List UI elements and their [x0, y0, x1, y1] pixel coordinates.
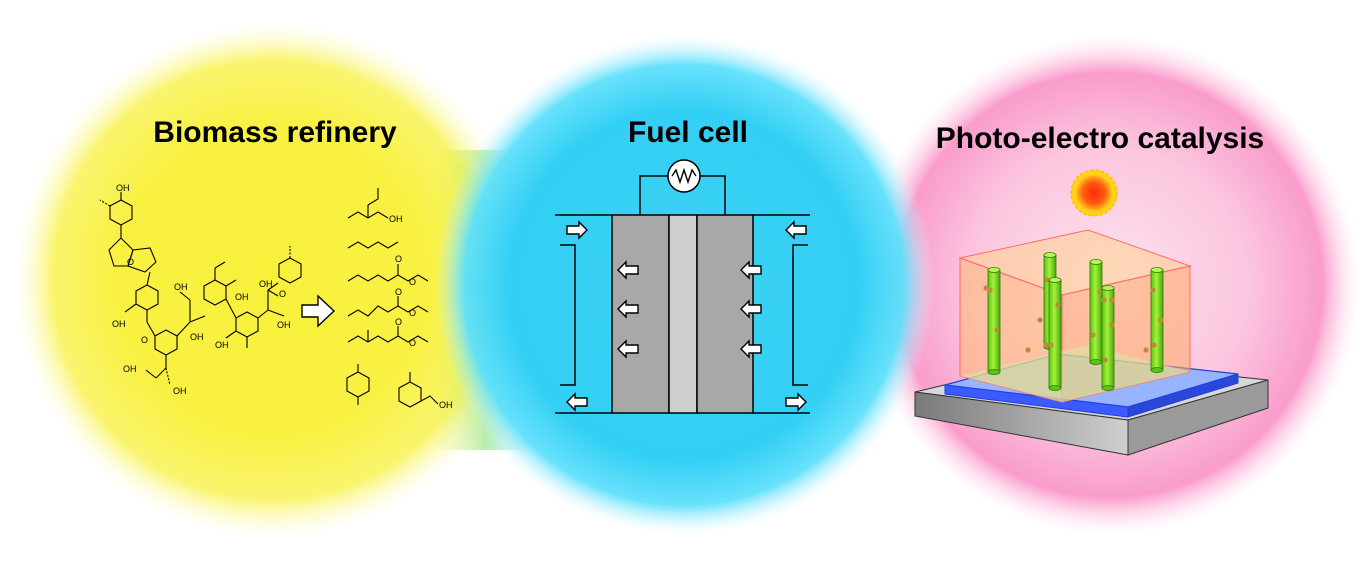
- catalyst-particle: [1101, 297, 1107, 303]
- outline-arrow-icon: [785, 392, 807, 412]
- chem-label-oh: OH: [116, 183, 130, 193]
- catalyst-particle: [1048, 342, 1054, 348]
- nanorod: [1101, 285, 1115, 391]
- chem-label-oh: OH: [173, 386, 187, 396]
- nanorod: [1150, 267, 1164, 373]
- outline-arrow-icon: [566, 392, 588, 412]
- catalyst-particle: [1043, 342, 1049, 348]
- chem-label-oh: OH: [215, 340, 229, 350]
- chem-label-o: O: [141, 335, 148, 345]
- chem-label-oh: OH: [123, 364, 137, 374]
- catalyst-particle: [1044, 277, 1050, 283]
- chem-label-o: O: [409, 277, 416, 287]
- nanorod: [1048, 277, 1062, 391]
- chem-label-oh: OH: [235, 292, 249, 302]
- outline-arrow-icon: [617, 339, 639, 359]
- product-molecules: [346, 188, 439, 408]
- chem-label-o: O: [409, 308, 416, 318]
- catalyst-particle: [1109, 322, 1115, 328]
- catalyst-particle: [983, 285, 989, 291]
- chem-label-oh: OH: [389, 214, 403, 224]
- lignin-structure: [99, 192, 302, 386]
- chem-label-o: O: [127, 257, 134, 267]
- resistor-circle-icon: [667, 159, 701, 193]
- catalyst-particle: [994, 327, 1000, 333]
- fuel-cell-panel-title: Fuel cell: [627, 116, 749, 149]
- catalyst-particle: [1090, 332, 1096, 338]
- nanorod: [987, 267, 1001, 375]
- flow-arrows: [566, 220, 807, 412]
- catalyst-particle: [1143, 347, 1149, 353]
- outline-arrow-icon: [740, 299, 762, 319]
- fuel-cell-diagram: [555, 159, 810, 414]
- catalyst-particle: [987, 287, 993, 293]
- chem-label-o: O: [409, 338, 416, 348]
- catalyst-particle: [1102, 357, 1108, 363]
- chem-label-o: O: [395, 317, 402, 327]
- lignin-labels: OH OH OH OH OH OH OH OH OH OH O O O: [112, 183, 291, 396]
- outline-arrow-icon: [785, 220, 807, 240]
- outline-arrow-icon: [566, 220, 588, 240]
- catalyst-particle: [1158, 317, 1164, 323]
- catalyst-particle: [1025, 347, 1031, 353]
- biomass-panel-title: Biomass refinery: [153, 116, 397, 149]
- chem-label-oh: OH: [112, 319, 126, 329]
- biomass-panel-circle: [14, 22, 530, 538]
- chem-label-oh: OH: [174, 282, 188, 292]
- catalyst-particle: [1055, 302, 1061, 308]
- outline-arrow-icon: [617, 260, 639, 280]
- product-labels: OH O O O O O O OH: [389, 214, 453, 410]
- catalyst-particle: [1151, 342, 1157, 348]
- catalyst-particle: [1037, 317, 1043, 323]
- outline-arrow-icon: [740, 260, 762, 280]
- catalyst-particle: [1097, 289, 1103, 295]
- nanorod: [1089, 259, 1103, 365]
- chem-label-o: O: [395, 287, 402, 297]
- chem-label-oh: OH: [277, 320, 291, 330]
- chem-label-oh: OH: [439, 400, 453, 410]
- sun-icon: [1070, 169, 1118, 217]
- nanorod-array: [983, 252, 1164, 391]
- membrane: [668, 214, 698, 414]
- conversion-arrow-icon: [301, 294, 336, 328]
- catalyst-particle: [1109, 297, 1115, 303]
- chem-label-oh: OH: [190, 332, 204, 342]
- catalyst-particle: [1150, 287, 1156, 293]
- anode: [611, 214, 670, 414]
- chem-label-o: O: [279, 289, 286, 299]
- cathode: [696, 214, 754, 414]
- outline-arrow-icon: [617, 299, 639, 319]
- outline-arrow-icon: [740, 339, 762, 359]
- chem-label-oh: OH: [259, 279, 273, 289]
- photo-panel-title: Photo-electro catalysis: [935, 122, 1265, 155]
- chem-label-o: O: [395, 254, 402, 264]
